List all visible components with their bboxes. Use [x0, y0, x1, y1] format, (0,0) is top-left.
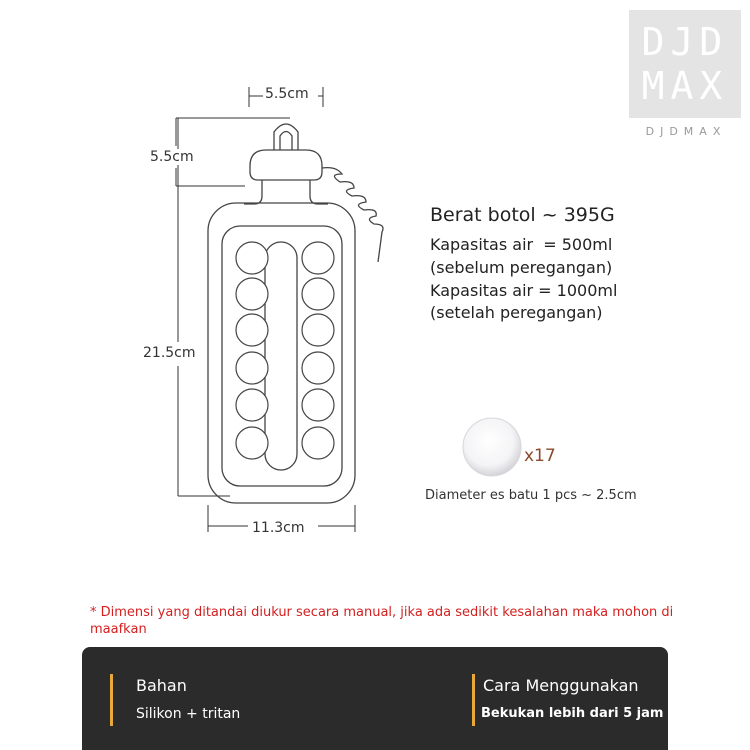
ice-ball-icon	[462, 417, 522, 477]
logo-line-1: DJD	[641, 20, 729, 64]
material-title: Bahan	[136, 676, 187, 695]
total-height-label: 21.5cm	[141, 345, 198, 361]
accent-line-material	[110, 674, 113, 726]
accent-line-usage	[472, 674, 475, 726]
logo-line-2: MAX	[641, 64, 729, 108]
body-width-label: 11.3cm	[250, 520, 307, 536]
cap-height-label: 5.5cm	[148, 149, 196, 165]
ice-count: x17	[524, 446, 556, 466]
bottle-illustration	[175, 87, 522, 532]
cap-width-label: 5.5cm	[263, 86, 311, 102]
disclaimer-note: * Dimensi yang ditandai diukur secara ma…	[90, 605, 674, 637]
capacity-after-note: (setelah peregangan)	[430, 303, 603, 322]
capacity-after: Kapasitas air = 1000ml	[430, 281, 618, 300]
dimension-lines	[175, 87, 356, 532]
info-bar: Bahan Silikon + tritan Cara Menggunakan …	[82, 647, 668, 750]
capacity-before-note: (sebelum peregangan)	[430, 258, 613, 277]
ice-ball-grid	[235, 241, 335, 460]
bottle-weight: Berat botol ~ 395G	[430, 204, 615, 226]
brand-logo: DJD MAX	[629, 10, 741, 118]
bottle-outline	[207, 123, 384, 504]
usage-title: Cara Menggunakan	[483, 676, 639, 695]
capacity-before: Kapasitas air = 500ml	[430, 235, 613, 254]
usage-value: Bekukan lebih dari 5 jam	[481, 706, 664, 721]
ice-diameter: Diameter es batu 1 pcs ~ 2.5cm	[425, 488, 637, 503]
material-value: Silikon + tritan	[136, 706, 241, 722]
logo-subtext: DJDMAX	[645, 125, 727, 138]
